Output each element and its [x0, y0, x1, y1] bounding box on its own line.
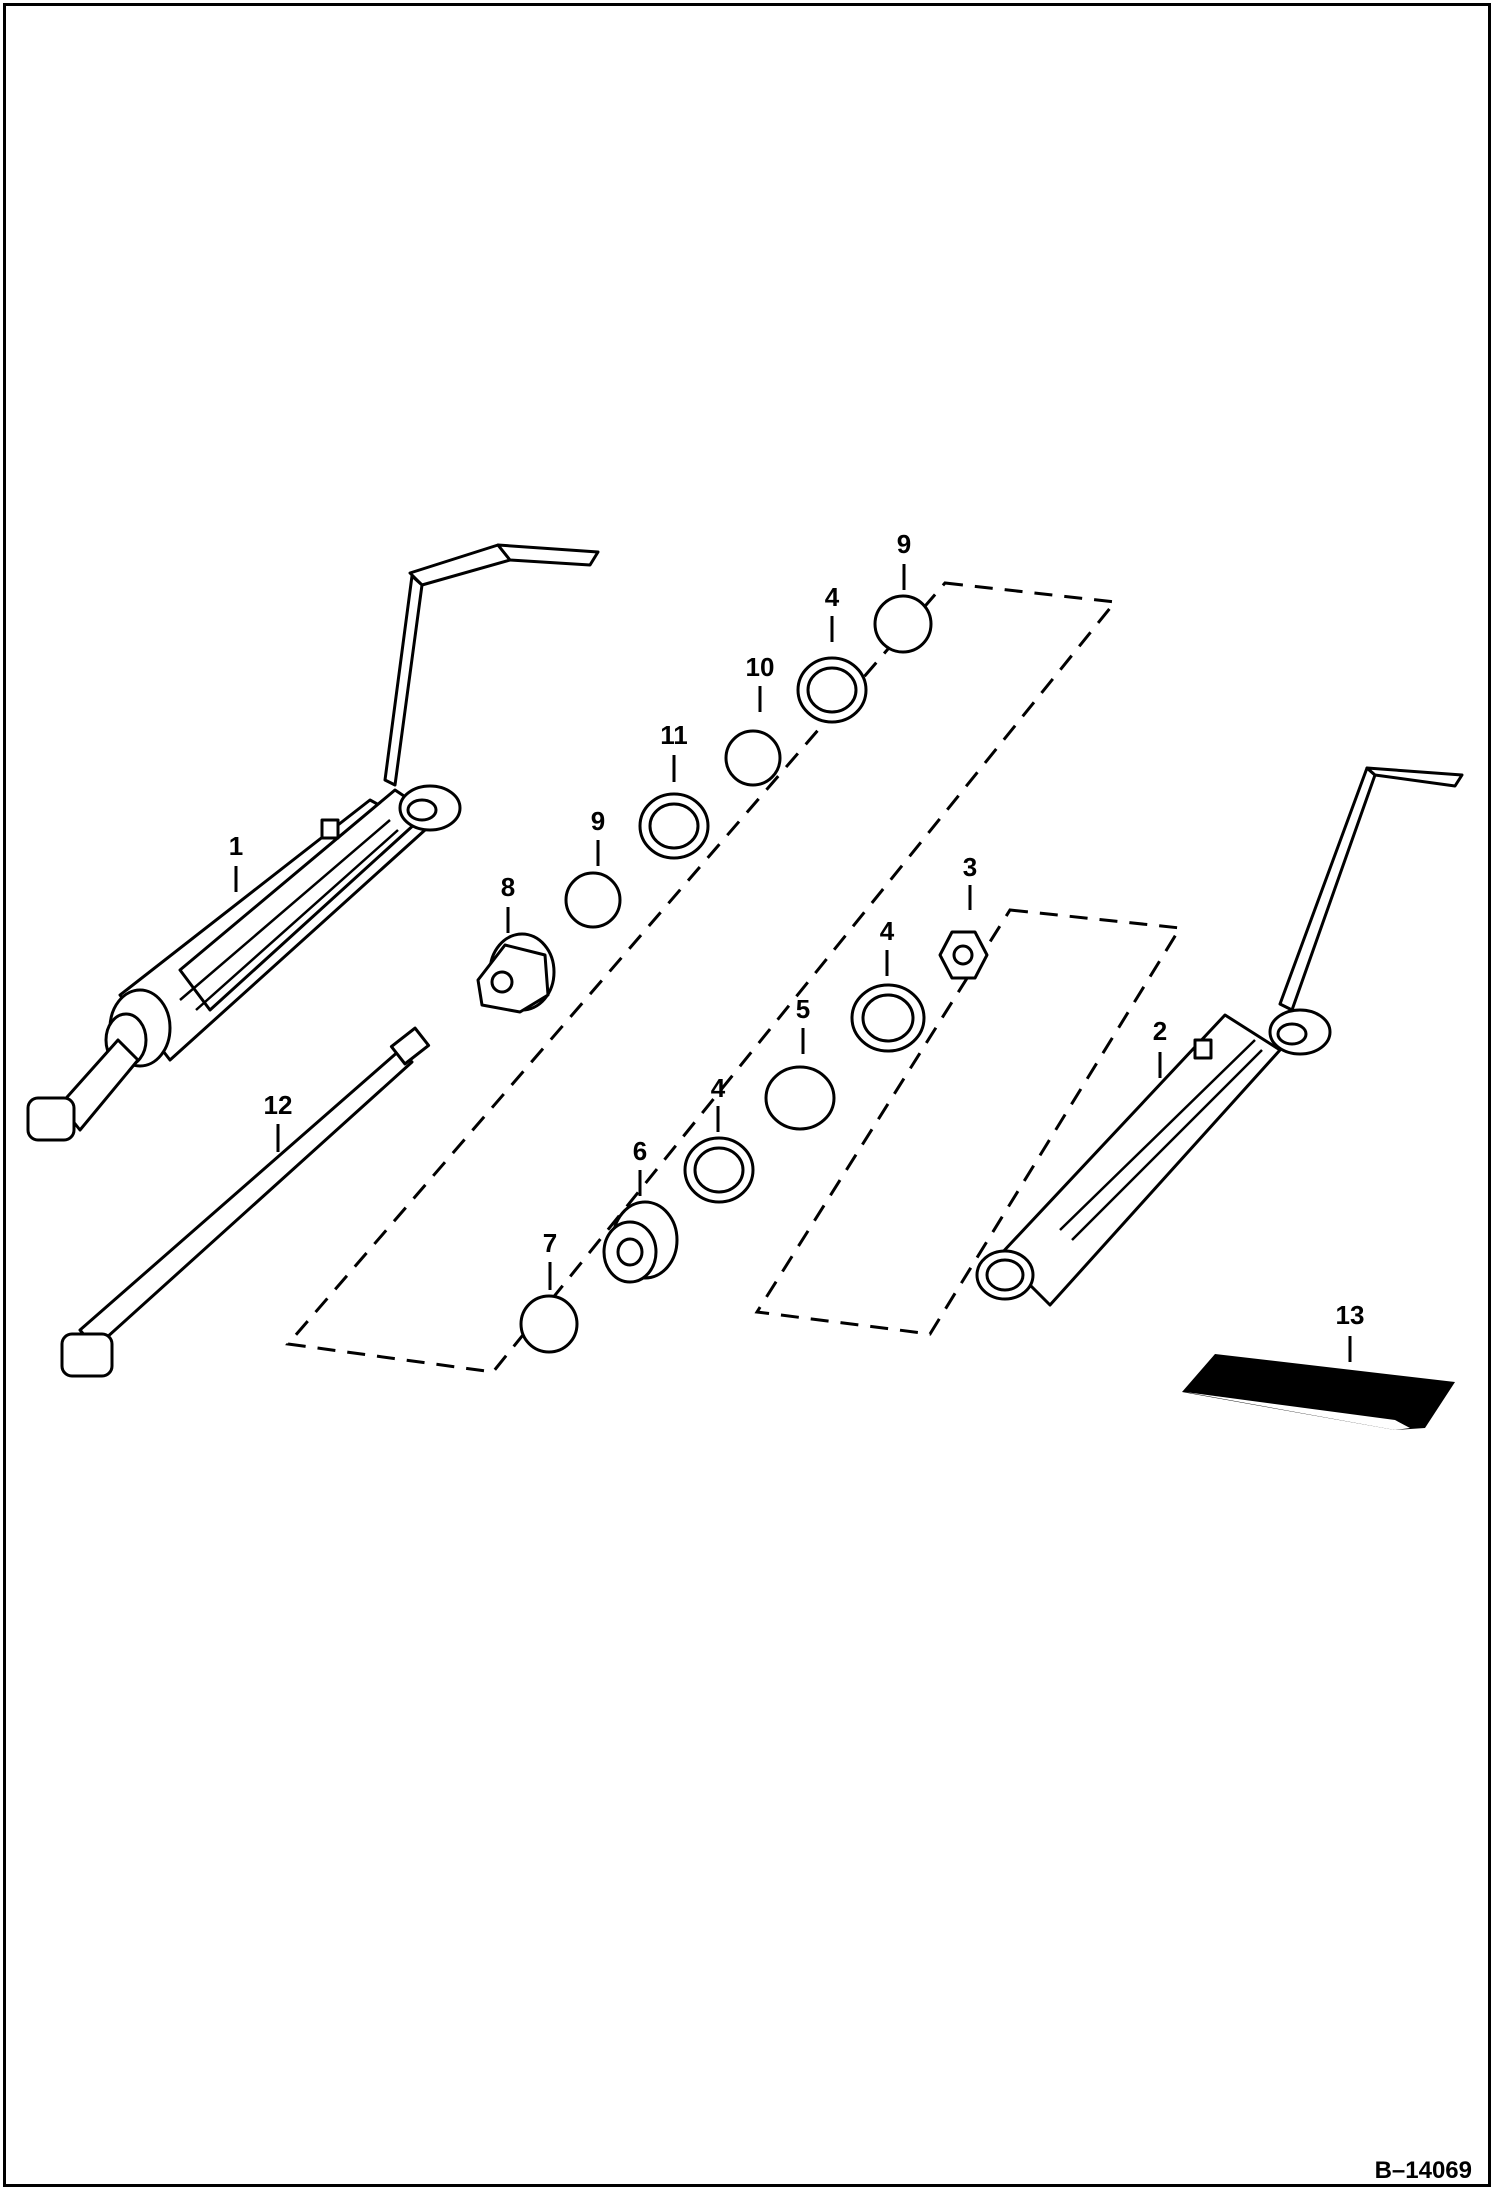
callout-3: 3	[963, 852, 977, 882]
callout-1: 1	[229, 831, 243, 861]
backup-ring-4-right	[850, 983, 926, 1053]
o-ring-9-lower	[564, 871, 622, 929]
backup-ring-4-lower	[683, 1136, 755, 1204]
seal-kit-outline-lower	[754, 908, 1183, 1336]
callout-10: 10	[746, 652, 775, 682]
lock-nut	[938, 930, 989, 980]
drawing-number: B–14069	[1375, 2157, 1472, 2184]
cylinder-assembly-right	[975, 766, 1464, 1307]
callout-13: 13	[1336, 1300, 1365, 1330]
o-ring-10	[724, 729, 782, 787]
callout-2: 2	[1153, 1016, 1167, 1046]
cylinder-assembly-left	[26, 543, 600, 1142]
callout-8: 8	[501, 872, 515, 902]
callout-6: 6	[633, 1136, 647, 1166]
wiper-seal-11	[638, 792, 710, 860]
callout-9-upper: 9	[897, 529, 911, 559]
callout-12: 12	[264, 1090, 293, 1120]
callout-4-right: 4	[880, 916, 895, 946]
callout-4-lower: 4	[711, 1073, 726, 1103]
decal-package	[1182, 1354, 1455, 1430]
backup-ring-4-upper	[796, 656, 868, 724]
callout-11: 11	[660, 720, 688, 750]
callout-5: 5	[796, 994, 810, 1024]
o-ring-7	[519, 1294, 579, 1354]
piston	[602, 1200, 679, 1284]
o-ring-5	[764, 1065, 836, 1131]
callout-9-lower: 9	[591, 806, 605, 836]
callout-7: 7	[543, 1228, 557, 1258]
drawing-frame	[3, 3, 1491, 2187]
o-ring-9-upper	[873, 594, 933, 654]
callout-4-upper: 4	[825, 582, 840, 612]
piston-head	[476, 932, 556, 1014]
piston-rod	[60, 1026, 431, 1378]
